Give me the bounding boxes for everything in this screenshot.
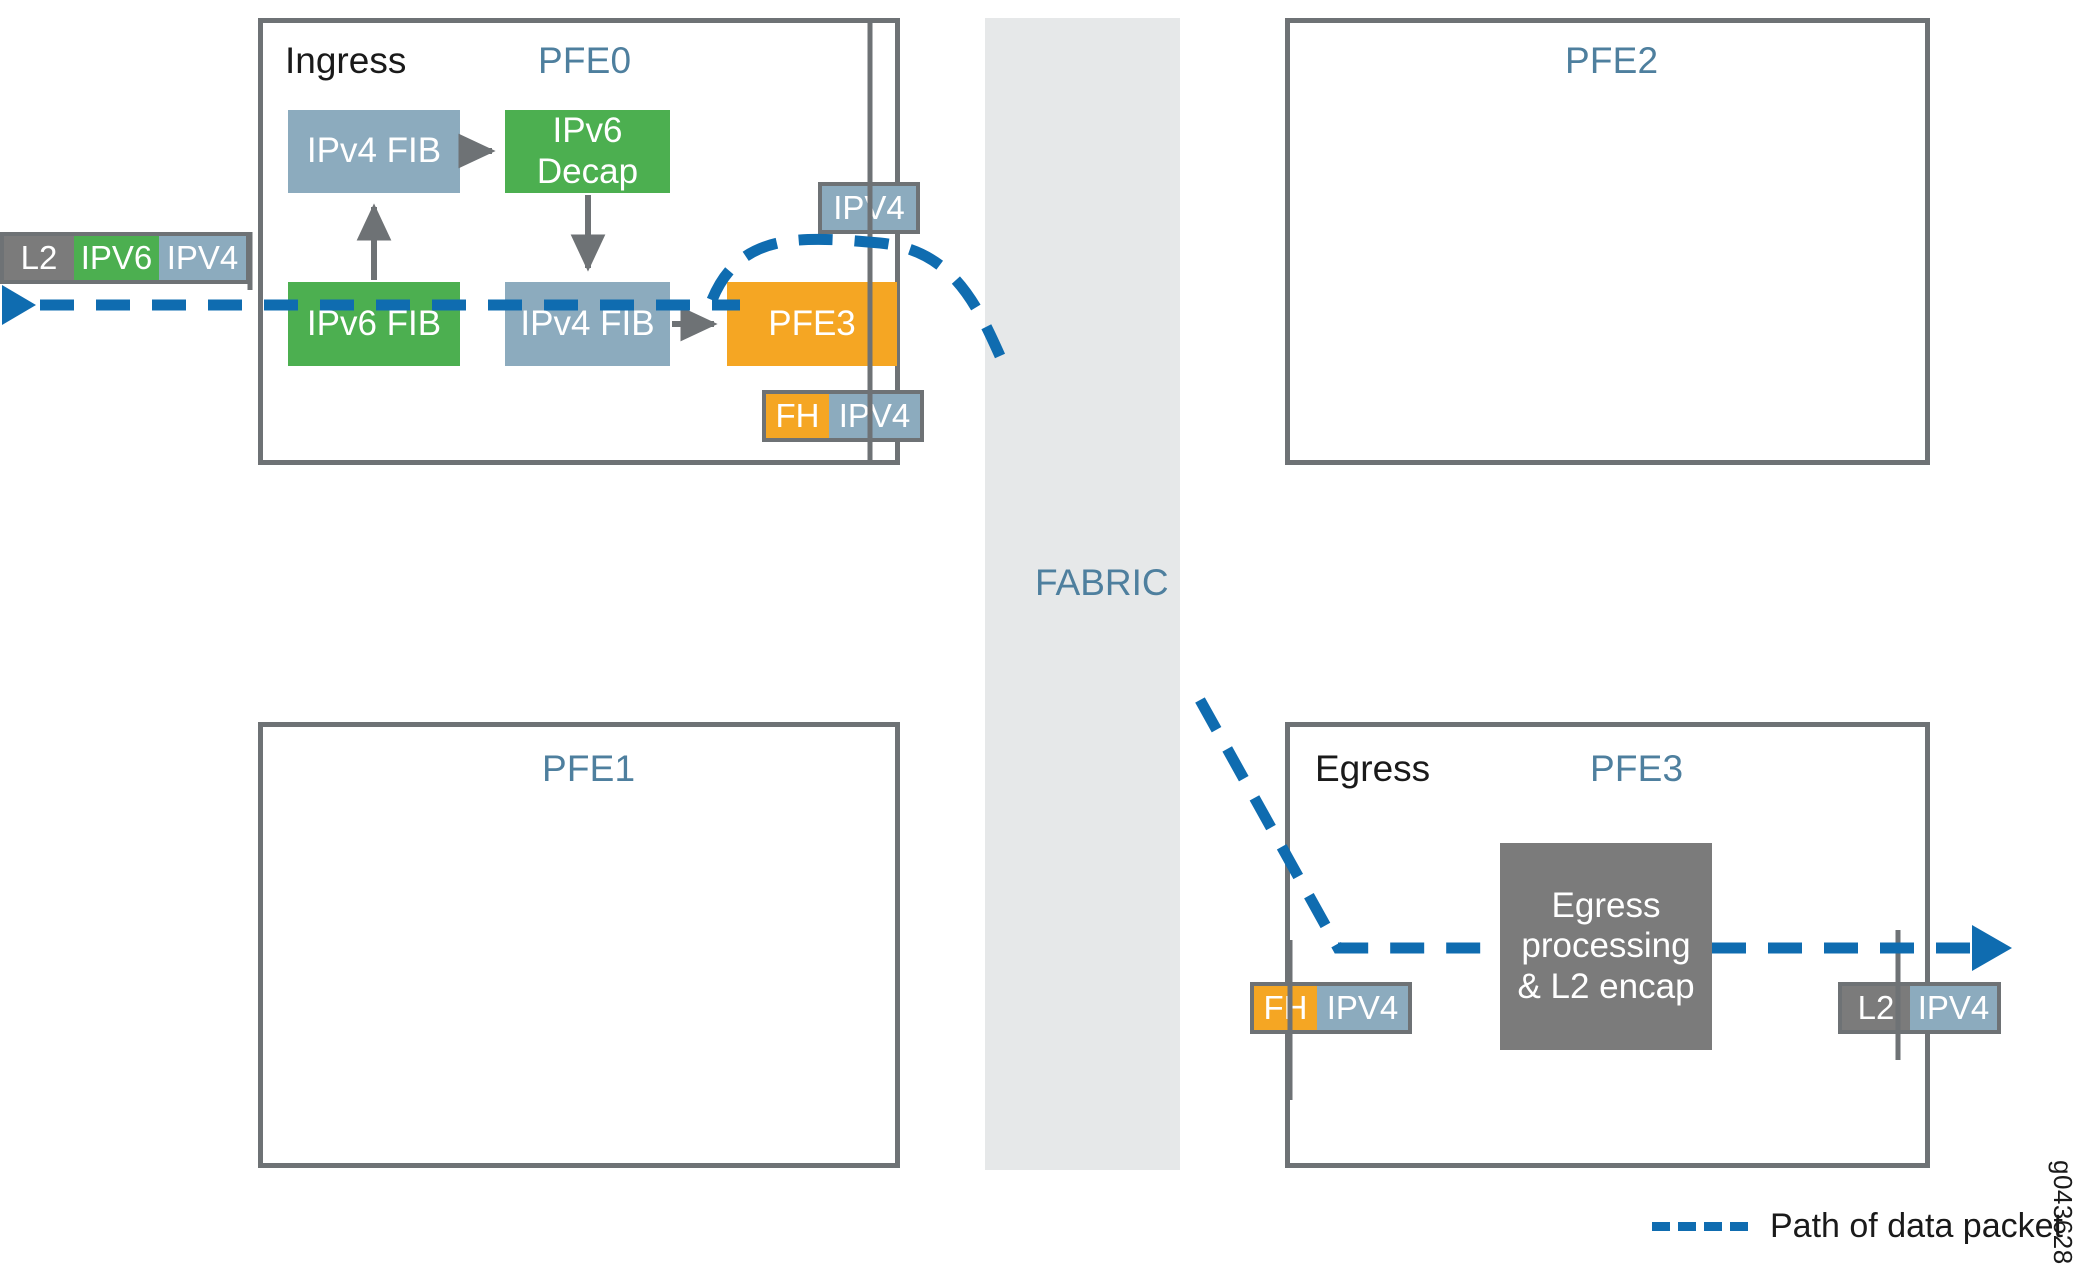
data-path-end-arrow [1972,925,2012,971]
pfe3-tag-in-fh-segment: FH [1254,986,1317,1030]
pfe3-tag-out-l2-segment: L2 [1842,986,1910,1030]
pfe0-stage-label: Ingress [285,40,407,81]
fabric-column [985,18,1180,1170]
pfe3-egress-processing-block[interactable]: Egress processing & L2 encap [1500,843,1712,1050]
figure-id-code: g043628 [2048,1160,2078,1265]
pfe0-tag-fh-segment: FH [766,394,829,438]
pfe0-tag-ipv4-segment: IPV4 [829,394,920,438]
inbound-tag-ipv6-segment: IPV6 [74,236,159,280]
pfe0-block-ipv4-fib-top[interactable]: IPv4 FIB [288,110,460,193]
pfe3-tag-in-ipv4-segment: IPV4 [1317,986,1408,1030]
pfe0-block-ipv6-decap[interactable]: IPv6 Decap [505,110,670,193]
pfe3-egress-processing-label: Egress processing & L2 encap [1517,885,1695,1006]
pfe1-title: PFE1 [542,748,636,789]
pfe0-block-pfe3-target[interactable]: PFE3 [727,282,897,366]
pfe0-tag-ipv4-top-segment: IPV4 [822,186,916,230]
legend-label: Path of data packet [1770,1207,2063,1245]
pfe2-title: PFE2 [1565,40,1659,81]
pfe0-block-ipv6-fib[interactable]: IPv6 FIB [288,282,460,366]
pfe0-title: PFE0 [538,40,632,81]
pfe2-container [1285,18,1930,465]
pfe3-tag-l2-ipv4-out: L2 IPV4 [1838,982,2001,1034]
legend: Path of data packet [1652,1207,2063,1246]
pfe0-tag-ipv4-top: IPV4 [818,182,920,234]
pfe3-tag-out-ipv4-segment: IPV4 [1910,986,1997,1030]
pfe3-tag-fh-ipv4-in: FH IPV4 [1250,982,1412,1034]
data-path-start-arrow [2,285,36,325]
legend-dash-swatch [1652,1222,1748,1231]
pfe3-stage-label: Egress [1315,748,1431,789]
pfe0-block-ipv4-fib-bottom[interactable]: IPv4 FIB [505,282,670,366]
inbound-tag-l2-segment: L2 [4,236,74,280]
pfe1-container [258,722,900,1168]
inbound-tag-ipv4-segment: IPV4 [159,236,246,280]
pfe0-block-ipv6-decap-label: IPv6 Decap [536,110,639,191]
fabric-label: FABRIC [1035,562,1169,603]
pfe3-title: PFE3 [1590,748,1684,789]
inbound-packet-tag: L2 IPV6 IPV4 [0,232,250,284]
pfe0-tag-fh-ipv4-bottom: FH IPV4 [762,390,924,442]
